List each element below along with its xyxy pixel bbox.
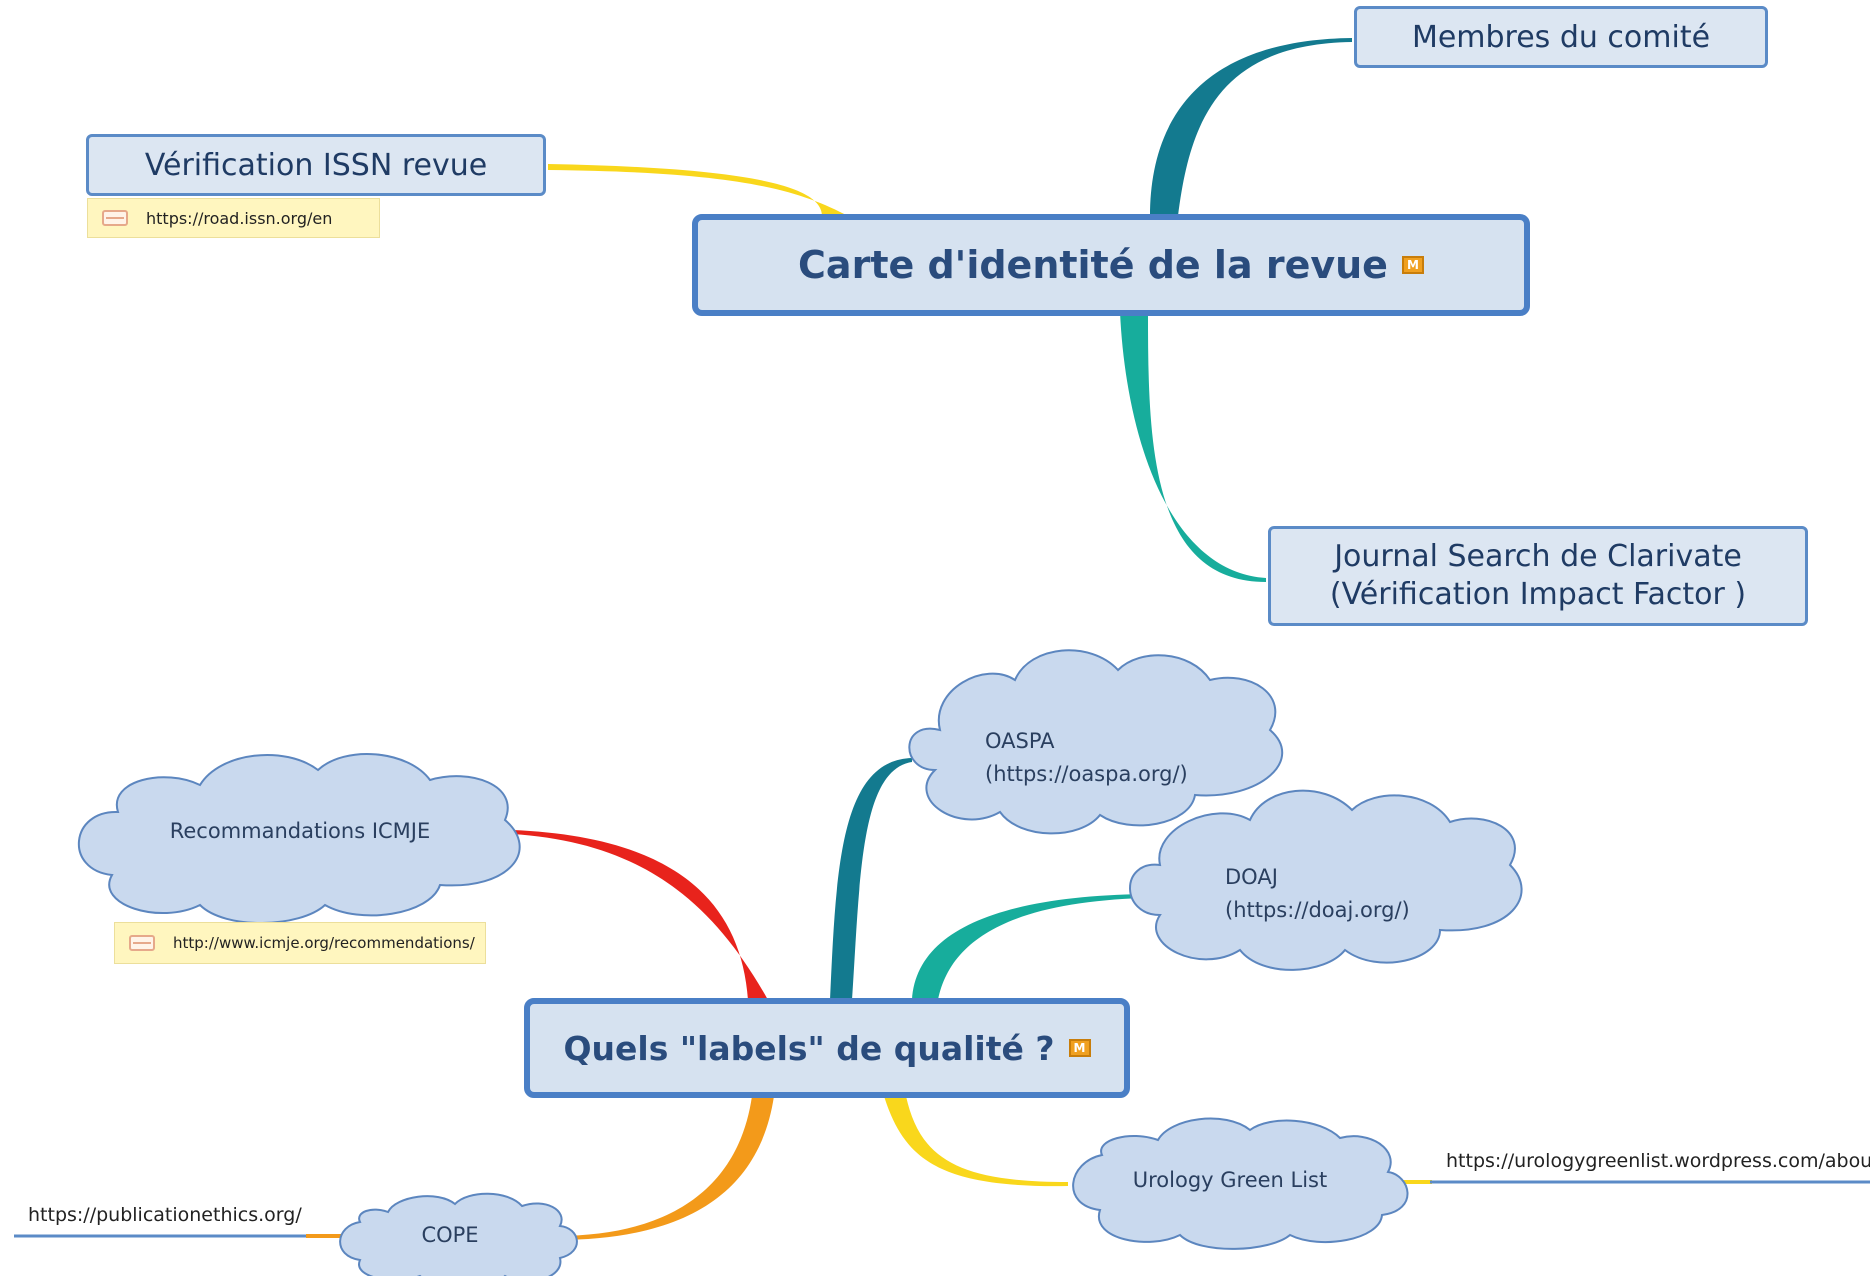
branch-to-urology bbox=[884, 1096, 1068, 1187]
urology-cloud bbox=[1072, 1117, 1409, 1250]
central-topic-carte-identite[interactable]: Carte d'identité de la revue M bbox=[692, 214, 1530, 316]
cope-label: COPE bbox=[421, 1223, 479, 1247]
icmje-label: Recommandations ICMJE bbox=[169, 819, 431, 843]
oaspa-line2: (https://oaspa.org/) bbox=[985, 762, 1188, 786]
icmje-cloud bbox=[77, 753, 521, 924]
topic-label: Membres du comité bbox=[1411, 19, 1711, 55]
cloud-label-icmje[interactable]: Recommandations ICMJE bbox=[100, 815, 500, 848]
topic-label-line1: Journal Search de Clarivate bbox=[1334, 539, 1742, 574]
branch-to-oaspa bbox=[830, 758, 912, 1000]
topic-label: Vérification ISSN revue bbox=[144, 147, 488, 183]
note-icmje[interactable]: http://www.icmje.org/recommendations/ bbox=[114, 922, 486, 964]
urology-label: Urology Green List bbox=[1132, 1168, 1328, 1192]
note-icon bbox=[102, 210, 128, 226]
branch-to-doaj bbox=[912, 894, 1146, 1000]
topic-verification-issn[interactable]: Vérification ISSN revue bbox=[86, 134, 546, 196]
cope-cloud bbox=[339, 1192, 578, 1276]
note-icon bbox=[129, 935, 155, 951]
urology-link[interactable]: https://urologygreenlist.wordpress.com/a… bbox=[1446, 1150, 1870, 1172]
doaj-cloud bbox=[1129, 789, 1523, 971]
doaj-line1: DOAJ bbox=[1225, 865, 1278, 889]
cloud-label-cope[interactable]: COPE bbox=[355, 1219, 545, 1252]
oaspa-cloud bbox=[908, 649, 1284, 835]
topic-label-line2: (Vérification Impact Factor ) bbox=[1329, 577, 1747, 612]
cloud-label-oaspa[interactable]: OASPA (https://oaspa.org/) bbox=[985, 725, 1188, 791]
topic-journal-search[interactable]: Journal Search de Clarivate (Vérificatio… bbox=[1268, 526, 1808, 626]
memo-badge-icon[interactable]: M bbox=[1068, 1039, 1091, 1057]
note-text: http://www.icmje.org/recommendations/ bbox=[173, 934, 475, 952]
note-road-issn[interactable]: https://road.issn.org/en bbox=[87, 198, 380, 238]
branch-to-journal-search bbox=[1120, 312, 1266, 582]
oaspa-line1: OASPA bbox=[985, 729, 1055, 753]
central-topic-label: Carte d'identité de la revue bbox=[798, 243, 1388, 287]
central-topic-labels-qualite[interactable]: Quels "labels" de qualité ? M bbox=[524, 998, 1130, 1098]
central-topic-label: Quels "labels" de qualité ? bbox=[563, 1028, 1055, 1068]
note-text: https://road.issn.org/en bbox=[146, 208, 333, 228]
memo-badge-icon[interactable]: M bbox=[1401, 256, 1424, 274]
branch-to-verification-fill bbox=[548, 164, 848, 216]
cloud-label-urology[interactable]: Urology Green List bbox=[1090, 1164, 1370, 1197]
cope-link[interactable]: https://publicationethics.org/ bbox=[28, 1204, 302, 1226]
branch-to-membres bbox=[1150, 38, 1352, 216]
cloud-label-doaj[interactable]: DOAJ (https://doaj.org/) bbox=[1225, 861, 1410, 927]
doaj-line2: (https://doaj.org/) bbox=[1225, 898, 1410, 922]
branch-to-icmje bbox=[512, 830, 768, 1000]
topic-membres-comite[interactable]: Membres du comité bbox=[1354, 6, 1768, 68]
branch-to-cope bbox=[556, 1096, 774, 1240]
